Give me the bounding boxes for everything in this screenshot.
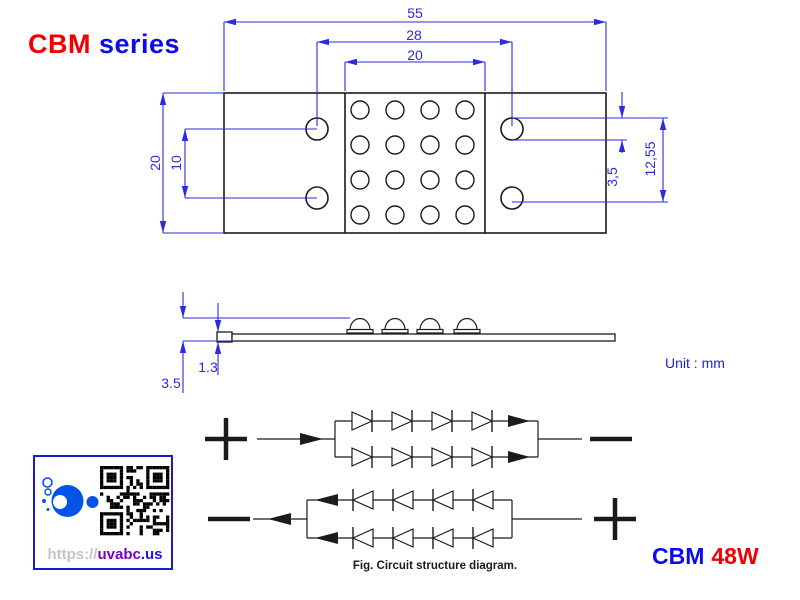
diode-symbol	[471, 411, 494, 431]
led-circle	[385, 205, 405, 225]
top-view-dim-arrows	[159, 18, 667, 233]
led-circle	[420, 135, 440, 155]
plus-terminal	[594, 498, 636, 540]
diode-symbol	[391, 447, 414, 467]
led-circle	[350, 170, 370, 190]
diode-symbol	[471, 490, 494, 510]
diode-symbol	[351, 447, 374, 467]
url-tld: .us	[140, 546, 163, 563]
current-arrows	[300, 415, 530, 463]
diode-string	[351, 489, 494, 549]
led-circle	[420, 170, 440, 190]
led-grid	[350, 100, 475, 225]
led-dome-base	[346, 328, 374, 334]
series-title-word: series	[99, 29, 181, 59]
bubble-logo	[42, 477, 99, 517]
url-domain: uvabc	[97, 546, 141, 563]
product-power: 48W	[711, 543, 759, 569]
website-link[interactable]: https://uvabc.us	[41, 546, 169, 563]
plus-terminal	[205, 418, 247, 460]
circuit-1	[205, 410, 632, 468]
diode-symbol	[431, 411, 454, 431]
led-domes	[346, 317, 481, 334]
diode-symbol	[391, 528, 414, 548]
dim-led-area-width: 20	[407, 47, 423, 63]
diode-symbol	[351, 528, 374, 548]
series-title: CBM series	[28, 29, 180, 60]
dim-hole-vertical-span: 12,55	[642, 141, 658, 177]
led-dome	[419, 317, 441, 331]
diode-string	[351, 410, 494, 468]
led-dome	[384, 317, 406, 331]
led-circle	[455, 135, 475, 155]
led-circle	[455, 205, 475, 225]
side-view-dimensions	[182, 292, 350, 393]
mounting-hole	[500, 186, 524, 210]
diode-symbol	[471, 528, 494, 548]
side-view	[179, 292, 616, 393]
led-circle	[420, 205, 440, 225]
current-arrows	[268, 494, 338, 544]
diode-symbol	[391, 490, 414, 510]
led-dome	[349, 317, 371, 331]
circuit-2	[208, 489, 636, 549]
url-scheme: https://	[47, 546, 98, 563]
diode-symbol	[351, 411, 374, 431]
dim-height-total: 20	[147, 155, 163, 171]
side-view-dim-arrows	[179, 306, 222, 354]
led-circle	[420, 100, 440, 120]
diode-symbol	[391, 411, 414, 431]
dim-hole-row-pitch: 10	[168, 155, 184, 171]
qr-code	[100, 466, 170, 536]
dim-width-total: 55	[407, 5, 423, 21]
diode-symbol	[431, 528, 454, 548]
led-circle	[350, 100, 370, 120]
dim-total-height: 3.5	[161, 375, 181, 391]
dim-hole-pitch: 28	[406, 27, 422, 43]
led-circle	[385, 170, 405, 190]
led-circle	[455, 100, 475, 120]
figure-caption: Fig. Circuit structure diagram.	[352, 560, 518, 572]
board-outline	[223, 92, 607, 234]
led-circle	[350, 135, 370, 155]
unit-label: Unit : mm	[665, 355, 725, 371]
diode-symbol	[431, 447, 454, 467]
led-dome	[456, 317, 478, 331]
led-circle	[350, 205, 370, 225]
led-circle	[385, 135, 405, 155]
led-dome-base	[381, 328, 409, 334]
top-view-outline	[223, 92, 607, 234]
mounting-holes	[305, 117, 524, 210]
led-circle	[455, 170, 475, 190]
series-title-brand: CBM	[28, 29, 91, 59]
product-brand: CBM	[652, 543, 705, 569]
diode-symbol	[351, 490, 374, 510]
top-view-dimensions	[162, 21, 668, 234]
led-dome-base	[453, 328, 481, 334]
diode-symbol	[431, 490, 454, 510]
side-board-bar	[231, 333, 616, 342]
dim-board-thickness: 1.3	[198, 359, 218, 375]
diode-symbol	[471, 447, 494, 467]
dim-hole-diameter: 3,5	[604, 167, 620, 187]
led-circle	[385, 100, 405, 120]
led-dome-base	[416, 328, 444, 334]
